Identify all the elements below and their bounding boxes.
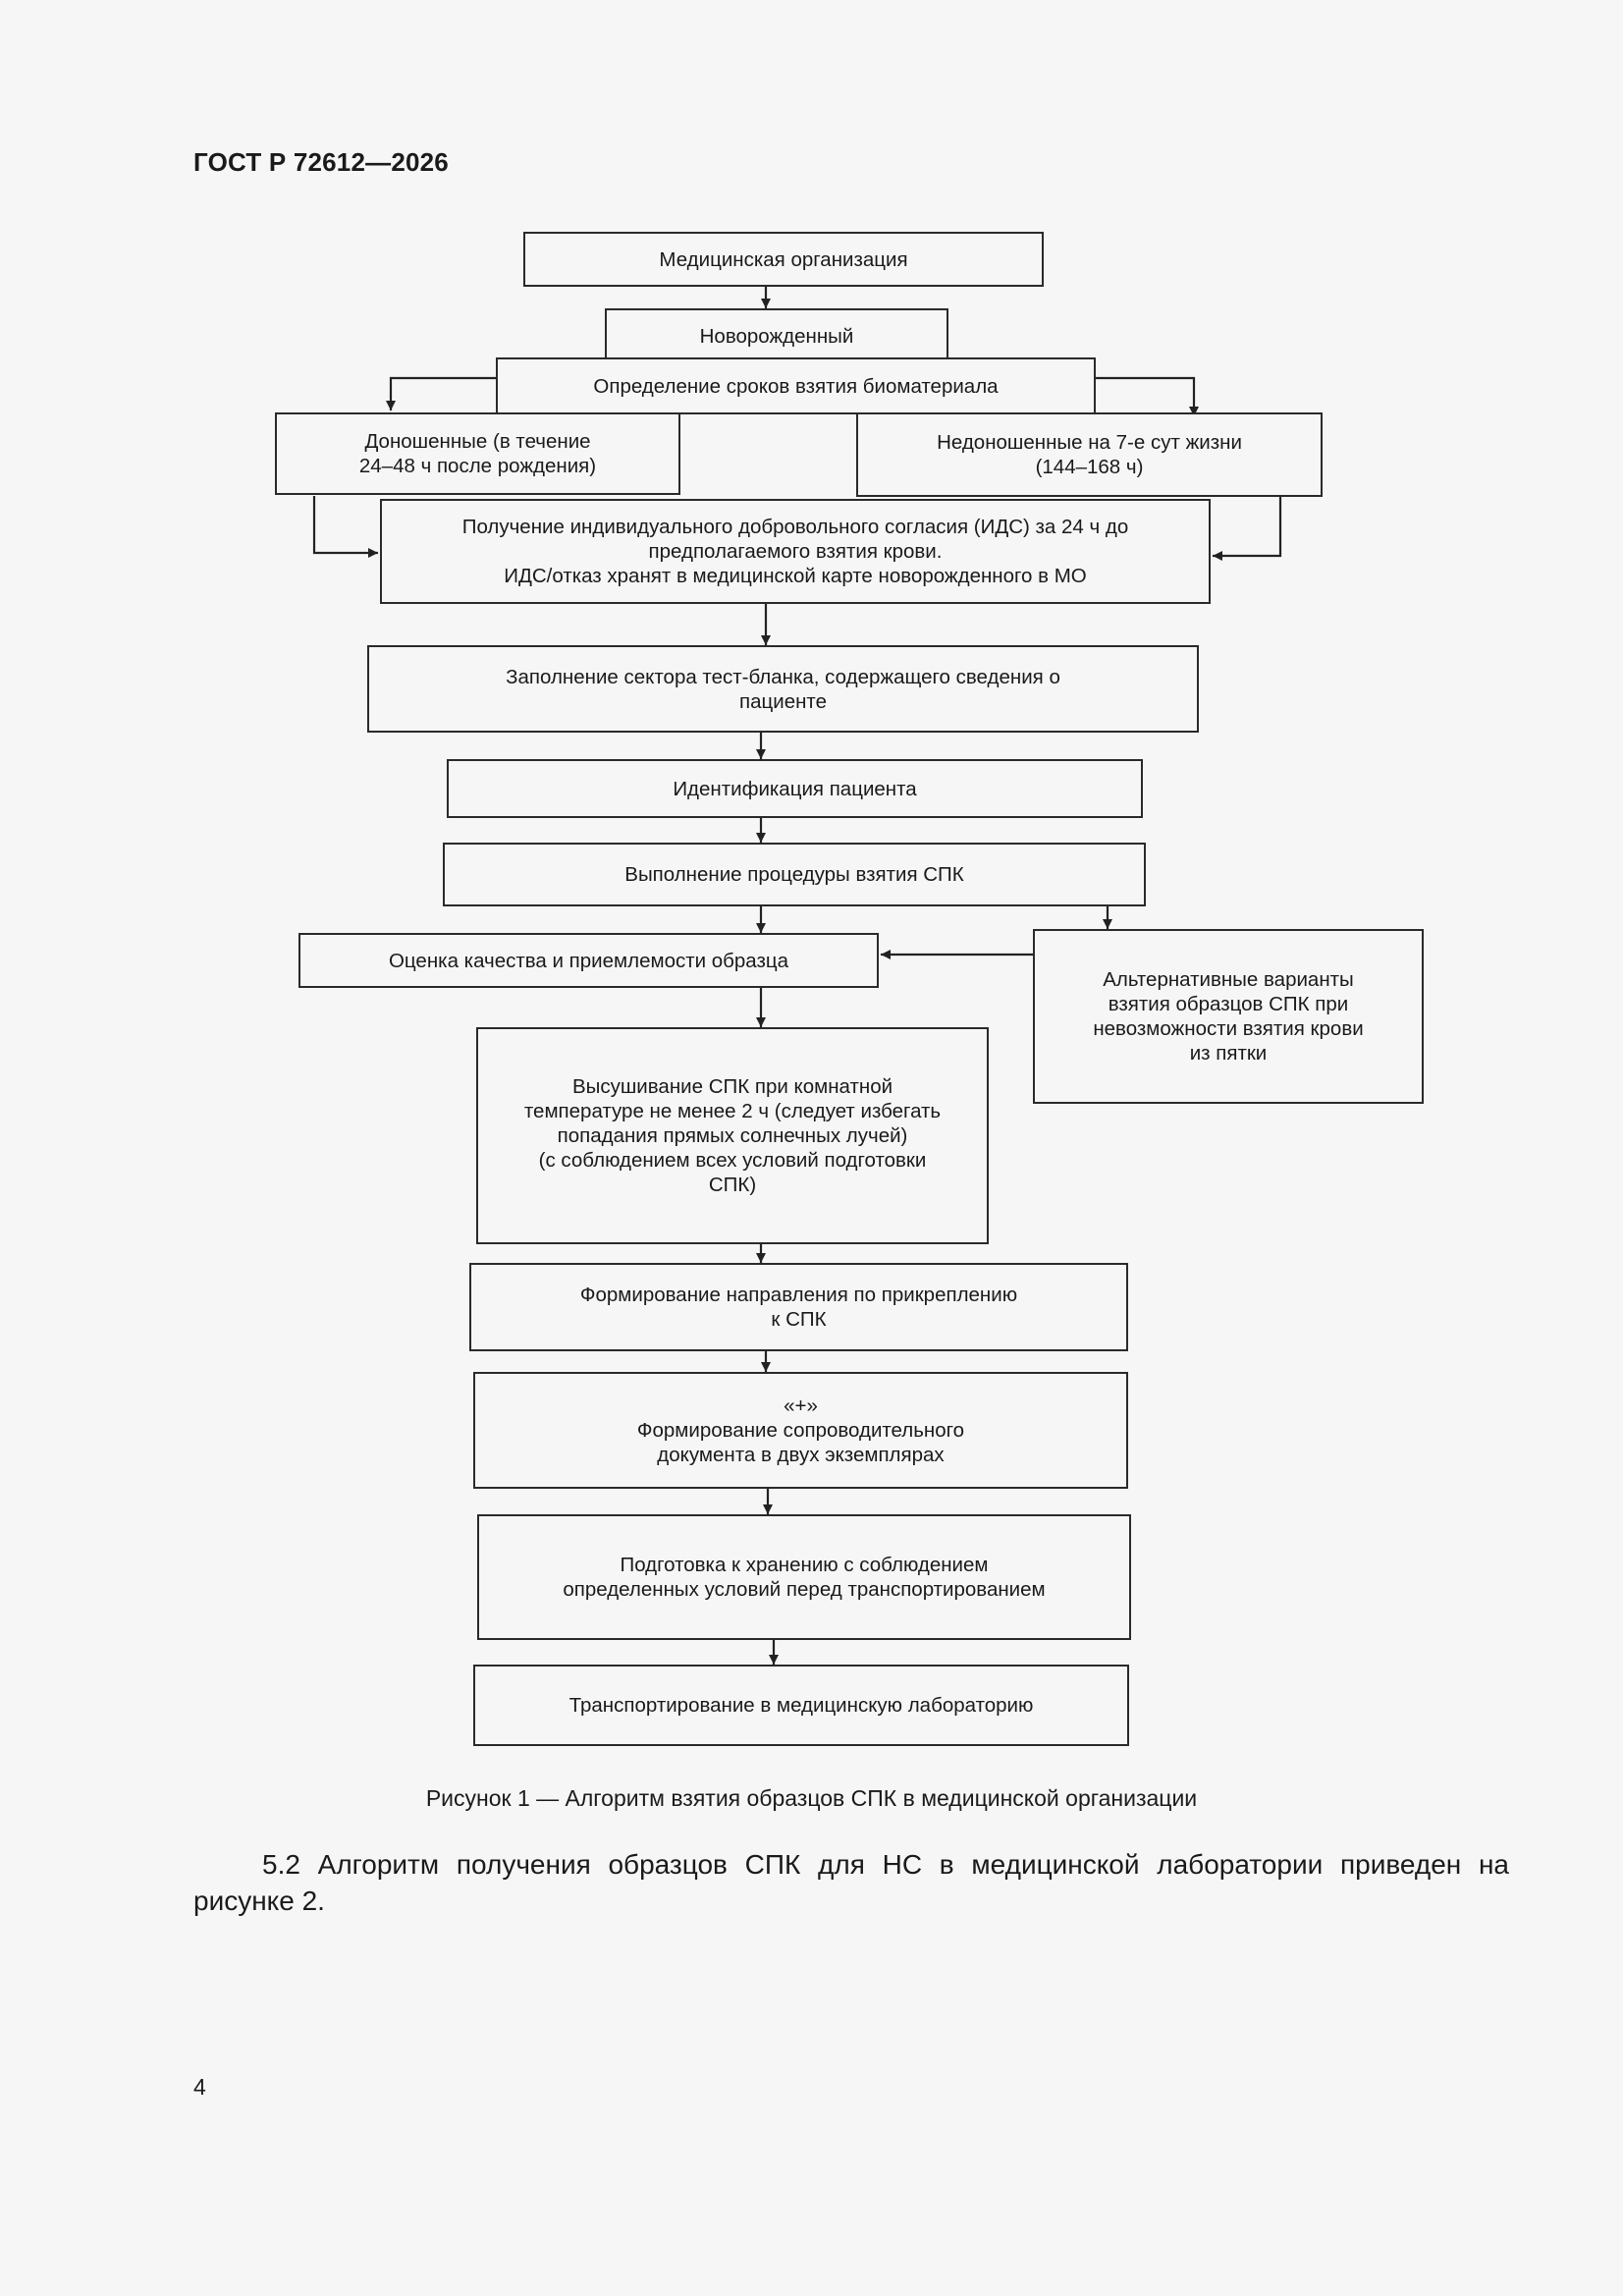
page-number: 4 [193,2074,206,2100]
box-test-form: Заполнение сектора тест-бланка, содержащ… [367,645,1199,733]
box-accompanying: «+» Формирование сопроводительного докум… [473,1372,1128,1489]
body-paragraph: 5.2 Алгоритм получения образцов СПК для … [193,1849,1509,1916]
box-quality: Оценка качества и приемлемости образца [298,933,879,988]
box-drying: Высушивание СПК при комнатной температур… [476,1027,989,1244]
box-premature: Недоношенные на 7-е сут жизни (144–168 ч… [856,412,1323,497]
box-referral: Формирование направления по прикреплению… [469,1263,1128,1351]
document-header: ГОСТ Р 72612—2026 [193,147,449,177]
arrow-full-term-consent [312,496,378,558]
box-identification: Идентификация пациента [447,759,1143,818]
arrow-to-full-term [386,376,496,410]
box-alternative: Альтернативные варианты взятия образцов … [1033,929,1424,1104]
box-transport: Транспортирование в медицинскую лаборато… [473,1665,1129,1746]
box-newborn: Новорожденный [605,308,948,363]
box-sampling-time: Определение сроков взятия биоматериала [496,357,1096,414]
box-procedure: Выполнение процедуры взятия СПК [443,843,1146,906]
box-consent: Получение индивидуального добровольного … [380,499,1211,604]
box-full-term: Доношенные (в течение 24–48 ч после рожд… [275,412,680,495]
box-storage: Подготовка к хранению с соблюдением опре… [477,1514,1131,1640]
arrow-to-premature [1095,376,1199,416]
figure-caption: Рисунок 1 — Алгоритм взятия образцов СПК… [425,1785,1198,1811]
arrow-premature-consent [1213,496,1282,561]
box-medical-organization: Медицинская организация [523,232,1044,287]
